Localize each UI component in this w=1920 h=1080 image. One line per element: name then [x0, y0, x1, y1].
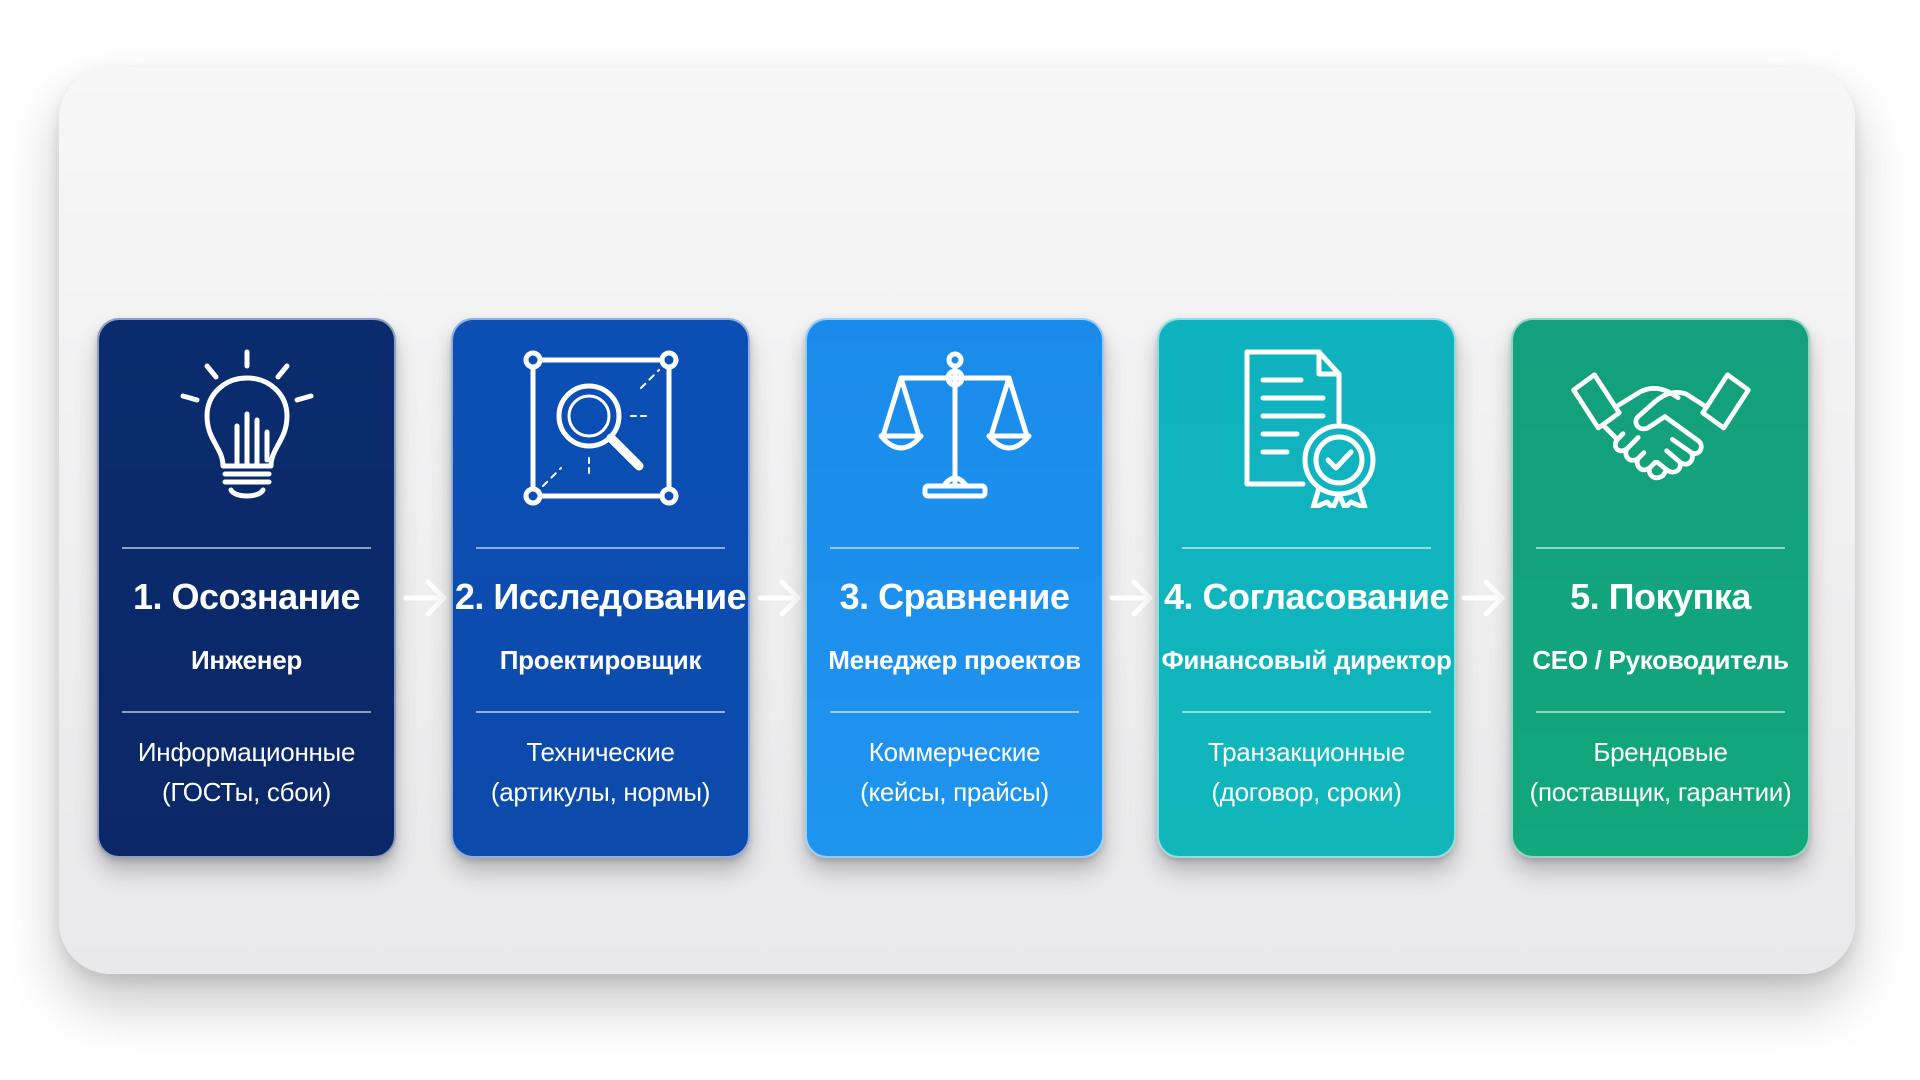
stage-role: CEO / Руководитель	[1532, 645, 1789, 675]
divider	[830, 711, 1079, 713]
stage-role: Проектировщик	[499, 645, 702, 675]
divider	[1182, 547, 1431, 549]
scales-icon	[875, 348, 1035, 508]
certified-document-icon	[1227, 348, 1387, 508]
divider	[122, 711, 371, 713]
stage-intent: Брендовые (поставщик, гарантии)	[1513, 732, 1808, 812]
stage-card-comparison: 3. Сравнение Менеджер проектов Коммерчес…	[805, 318, 1104, 858]
stage-role: Менеджер проектов	[828, 645, 1081, 675]
stage-title: 5. Покупка	[1570, 576, 1751, 617]
handshake-icon	[1570, 348, 1751, 508]
lightbulb-icon	[167, 348, 327, 508]
stage-role: Инженер	[191, 645, 302, 675]
diagram-panel: 1. Осознание Инженер Информационные (ГОС…	[59, 67, 1855, 974]
arrow-right-icon	[1461, 577, 1507, 619]
intent-type: Брендовые	[1593, 737, 1728, 767]
divider	[1182, 711, 1431, 713]
stage-title: 4. Согласование	[1163, 576, 1450, 617]
intent-examples: (поставщик, гарантии)	[1529, 777, 1792, 807]
stage-intent: Транзакционные (договор, сроки)	[1159, 732, 1454, 812]
arrow-right-icon	[403, 577, 449, 619]
intent-examples: (договор, сроки)	[1211, 777, 1402, 807]
divider	[830, 547, 1079, 549]
intent-type: Технические	[526, 737, 675, 767]
intent-type: Транзакционные	[1208, 737, 1405, 767]
divider	[476, 711, 725, 713]
divider	[1536, 547, 1785, 549]
intent-type: Информационные	[137, 737, 356, 767]
intent-examples: (ГОСТы, сбои)	[162, 777, 331, 807]
stage-title: 1. Осознание	[132, 576, 361, 617]
stage-intent: Информационные (ГОСТы, сбои)	[99, 732, 394, 812]
magnifier-icon	[521, 348, 681, 508]
intent-examples: (кейсы, прайсы)	[860, 777, 1049, 807]
divider	[1536, 711, 1785, 713]
stage-role: Финансовый директор	[1161, 645, 1452, 675]
stage-title: 2. Исследование	[454, 576, 747, 617]
arrow-right-icon	[757, 577, 803, 619]
stage-card-purchase: 5. Покупка CEO / Руководитель Брендовые …	[1511, 318, 1810, 858]
stage-card-approval: 4. Согласование Финансовый директор Тран…	[1157, 318, 1456, 858]
stage-intent: Технические (артикулы, нормы)	[453, 732, 748, 812]
stage-card-awareness: 1. Осознание Инженер Информационные (ГОС…	[97, 318, 396, 858]
divider	[476, 547, 725, 549]
stage-intent: Коммерческие (кейсы, прайсы)	[807, 732, 1102, 812]
intent-type: Коммерческие	[868, 737, 1041, 767]
arrow-right-icon	[1109, 577, 1155, 619]
intent-examples: (артикулы, нормы)	[490, 777, 711, 807]
stage-card-research: 2. Исследование Проектировщик Технически…	[451, 318, 750, 858]
divider	[122, 547, 371, 549]
stage-title: 3. Сравнение	[839, 576, 1070, 617]
